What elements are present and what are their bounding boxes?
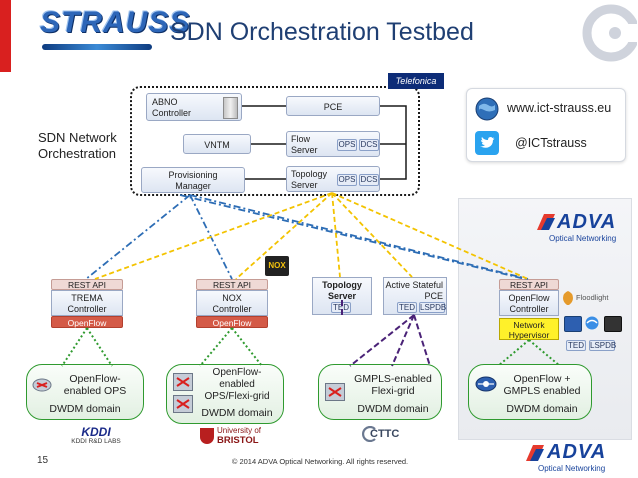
kddi-logo: KDDI KDDI R&D LABS [71,425,121,445]
adva-logo: ADVA Optical Networking [535,211,631,245]
bristol-domain-cloud: OpenFlow- enabled OPS/Flexi-grid DWDM do… [166,364,284,424]
monitor-icon [564,316,582,332]
sdn-orchestration-label: SDN Network Orchestration [38,130,117,161]
optical-switch-icon [173,373,193,391]
adva-domain-cloud: OpenFlow + GMPLS enabled DWDM domain [468,364,592,420]
decorative-circle-icon [575,2,638,64]
openflow-controller-box: OpenFlow Controller [499,290,559,316]
dcs-tag: DCS [359,174,379,186]
lspdb-tag: LSPDB [419,302,447,313]
bristol-openflow: OpenFlow [196,316,268,328]
provisioning-manager-box: Provisioning Manager [141,167,245,193]
vntm-box: VNTM [183,134,251,154]
links-panel: www.ict-strauss.eu @ICTstrauss [466,88,626,162]
strauss-logo: STRAUSS [40,6,191,39]
adva-footer-logo: ADVA Optical Networking [524,441,628,475]
floodlight-logo: Floodlight [562,289,618,309]
ted-tag: TED [397,302,417,313]
topology-server-box: Topology Server OPS DCS [286,166,380,192]
telefonica-logo: Telefonica [388,73,444,89]
twitter-handle[interactable]: @ICTstrauss [515,136,587,150]
ops-tag: OPS [337,174,357,186]
network-hypervisor-box: Network Hypervisor [499,318,559,340]
browser-icon [584,316,600,330]
optical-switch-icon [325,383,345,401]
bristol-logo: University of BRISTOL [200,426,280,448]
pce-box: PCE [286,96,380,116]
website-link[interactable]: www.ict-strauss.eu [507,101,612,115]
trema-controller-box: TREMA Controller [51,290,123,316]
optical-node-icon [475,375,497,393]
strauss-logo-wave [42,44,152,50]
orchestration-frame [130,86,420,196]
twitter-icon [475,131,499,155]
dcs-tag: DCS [359,139,379,151]
flow-server-box: Flow Server OPS DCS [286,131,380,157]
ted-tag: TED [566,340,586,351]
lspdb-tag: LSPDB [589,340,617,351]
server-icon [223,97,238,119]
abno-controller-box: ABNO Controller [146,93,242,121]
nox-controller-box: NOX Controller [196,290,268,316]
terminal-icon [604,316,622,332]
optical-switch-icon [173,395,193,413]
page-number: 15 [37,455,49,466]
left-red-bar [0,0,11,72]
copyright: © 2014 ADVA Optical Networking. All righ… [231,457,409,466]
kddi-rest-api: REST API [51,279,123,290]
optical-switch-icon [32,377,52,393]
nox-logo: NOX [265,256,289,276]
ops-tag: OPS [337,139,357,151]
bristol-rest-api: REST API [196,279,268,290]
globe-icon [475,97,499,121]
kddi-domain-cloud: OpenFlow- enabled OPS DWDM domain [26,364,144,420]
page-title: SDN Orchestration Testbed [170,18,474,46]
active-stateful-pce-box: Active Stateful PCE TED LSPDB [383,277,447,315]
cttc-logo: CTTC [362,424,406,446]
cttc-domain-cloud: GMPLS-enabled Flexi-grid DWDM domain [318,364,442,420]
kddi-openflow: OpenFlow [51,316,123,328]
adva-rest-api: REST API [499,279,559,290]
